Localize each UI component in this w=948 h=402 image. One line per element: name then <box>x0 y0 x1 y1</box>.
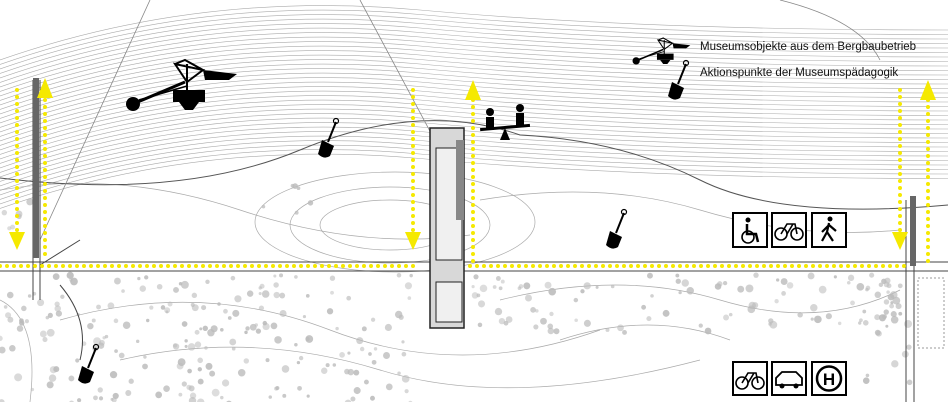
transport-signs: H <box>732 361 847 396</box>
bicycle-icon <box>771 212 807 248</box>
contour-band <box>0 5 948 209</box>
bicycle-icon <box>732 361 768 396</box>
accessibility-signs <box>732 212 847 248</box>
shovel-icon <box>77 343 100 385</box>
wheelchair-icon <box>732 212 768 248</box>
bus-stop-icon: H <box>811 361 847 396</box>
shovel-icon <box>317 117 340 159</box>
arrow-down-icon <box>405 232 421 250</box>
post-right <box>910 196 916 266</box>
shovel-icon <box>605 208 628 250</box>
arrow-up-icon <box>920 80 936 100</box>
seesaw-icon <box>480 104 531 140</box>
parking-area <box>917 277 945 349</box>
visitor-paths <box>0 88 930 268</box>
tree-clusters <box>0 183 913 402</box>
excavator-icon <box>124 58 239 113</box>
arrow-down-icon <box>892 232 908 250</box>
bus-stop-letter: H <box>823 370 835 389</box>
direction-arrows <box>9 78 936 250</box>
arrow-up-icon <box>465 80 481 100</box>
museum-building <box>429 127 465 329</box>
pedestrian-icon <box>811 212 847 248</box>
car-icon <box>771 361 807 396</box>
ridge-line <box>0 120 948 210</box>
legend-label-museum-objects: Museumsobjekte aus dem Bergbaubetrieb <box>700 41 917 53</box>
post-left <box>33 78 39 258</box>
legend-label-action-points: Aktionspunkte der Museumspädagogik <box>700 67 899 79</box>
arrow-up-icon <box>37 78 53 98</box>
arrow-down-icon <box>9 232 25 250</box>
